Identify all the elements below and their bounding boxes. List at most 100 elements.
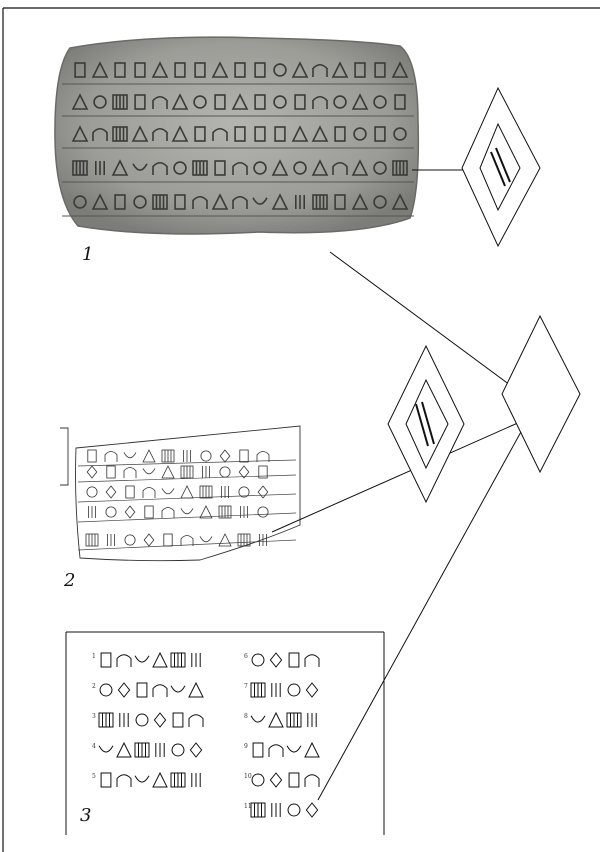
- sign-glyph: [152, 684, 168, 697]
- sign-glyph: [125, 485, 135, 499]
- diamond-sign-large: [501, 314, 581, 474]
- sign-glyph: [293, 161, 307, 175]
- sign-glyph: [393, 127, 407, 141]
- sign-glyph: [92, 127, 108, 141]
- sign-glyph: [87, 449, 97, 463]
- sign-glyph: [218, 533, 232, 547]
- sign-glyph: [171, 93, 189, 110]
- sign-glyph: [199, 485, 213, 499]
- sign-glyph: [232, 161, 248, 175]
- sign-glyph: [273, 63, 287, 77]
- sign-glyph: [155, 743, 165, 757]
- sign-glyph: [142, 468, 156, 475]
- sign-glyph: [307, 713, 317, 727]
- sign-glyph: [271, 683, 281, 697]
- sign-glyph: [134, 742, 150, 758]
- sign-glyph: [163, 533, 173, 547]
- sign-glyph: [254, 126, 266, 142]
- sign-glyph: [252, 197, 268, 205]
- sign-glyph: [239, 506, 249, 518]
- sign-glyph: [188, 681, 204, 698]
- sign-glyph: [106, 465, 116, 479]
- sign-glyph: [238, 465, 250, 479]
- sign-glyph: [304, 654, 320, 667]
- sign-glyph: [268, 744, 284, 757]
- sign-glyph: [107, 534, 115, 546]
- sign-glyph: [312, 63, 328, 77]
- sign-glyph: [86, 486, 98, 498]
- sign-glyph: [114, 194, 126, 210]
- sign-glyph: [71, 93, 89, 110]
- sign-glyph: [304, 741, 320, 758]
- incised-outline: [75, 425, 301, 562]
- sign-glyph: [351, 93, 369, 110]
- diamond-sign-top: [461, 86, 541, 248]
- sign-glyph: [161, 507, 175, 518]
- sign-glyph: [351, 159, 369, 176]
- sign-glyph: [257, 506, 269, 518]
- sign-glyph: [132, 163, 148, 171]
- sign-glyph: [152, 651, 168, 668]
- sign-glyph: [86, 465, 98, 479]
- sign-glyph: [288, 652, 300, 668]
- sign-glyph: [171, 743, 185, 757]
- sign-glyph: [172, 712, 184, 728]
- sign-glyph: [333, 95, 347, 109]
- sign-glyph: [123, 452, 137, 459]
- sign-glyph: [258, 534, 268, 546]
- sign-glyph: [291, 61, 309, 78]
- sign-glyph: [72, 160, 88, 176]
- sign-glyph: [134, 62, 146, 78]
- sign-glyph: [173, 161, 187, 175]
- sign-glyph: [152, 771, 168, 788]
- sign-row-number: 8: [244, 713, 248, 720]
- sign-glyph: [152, 127, 168, 141]
- sign-glyph: [254, 62, 266, 78]
- connector-table-to-large-diamond: [317, 429, 523, 801]
- sign-glyph: [287, 683, 301, 697]
- sign-row-number: 6: [244, 653, 248, 660]
- sign-glyph: [219, 449, 231, 463]
- sign-glyph: [391, 193, 409, 210]
- sign-glyph: [112, 126, 128, 142]
- sign-glyph: [214, 160, 226, 176]
- sign-glyph: [250, 682, 266, 698]
- sign-glyph: [100, 772, 112, 788]
- incised-signs: [77, 449, 297, 551]
- sign-glyph: [268, 711, 284, 728]
- sign-glyph: [123, 467, 137, 478]
- sign-glyph: [161, 465, 175, 479]
- sign-glyph: [291, 125, 309, 142]
- sign-glyph: [134, 775, 150, 783]
- tablet-body: [54, 36, 420, 235]
- sign-glyph: [200, 450, 212, 462]
- sign-glyph: [312, 95, 328, 109]
- sign-glyph: [191, 653, 201, 667]
- sign-glyph: [192, 195, 208, 209]
- sign-glyph: [73, 195, 87, 209]
- sign-row-number: 1: [92, 653, 96, 660]
- sign-glyph: [392, 160, 408, 176]
- sign-glyph: [152, 95, 168, 109]
- tablet-sign-rows: [62, 61, 414, 217]
- sign-glyph: [334, 194, 346, 210]
- sign-glyph: [136, 682, 148, 698]
- sign-glyph: [286, 712, 302, 728]
- sign-glyph: [161, 488, 175, 495]
- sign-glyph: [199, 536, 213, 543]
- sign-glyph: [152, 194, 168, 210]
- sign-glyph: [116, 741, 132, 758]
- sign-glyph: [251, 773, 265, 787]
- sign-glyph: [71, 125, 89, 142]
- sign-glyph: [91, 61, 109, 78]
- sign-glyph: [151, 61, 169, 78]
- sign-glyph: [269, 772, 283, 788]
- sign-glyph: [170, 772, 186, 788]
- sign-glyph: [234, 126, 246, 142]
- sign-glyph: [188, 714, 204, 727]
- sign-glyph: [304, 774, 320, 787]
- sign-glyph: [353, 127, 367, 141]
- sign-glyph: [105, 506, 117, 518]
- sign-glyph: [239, 449, 249, 463]
